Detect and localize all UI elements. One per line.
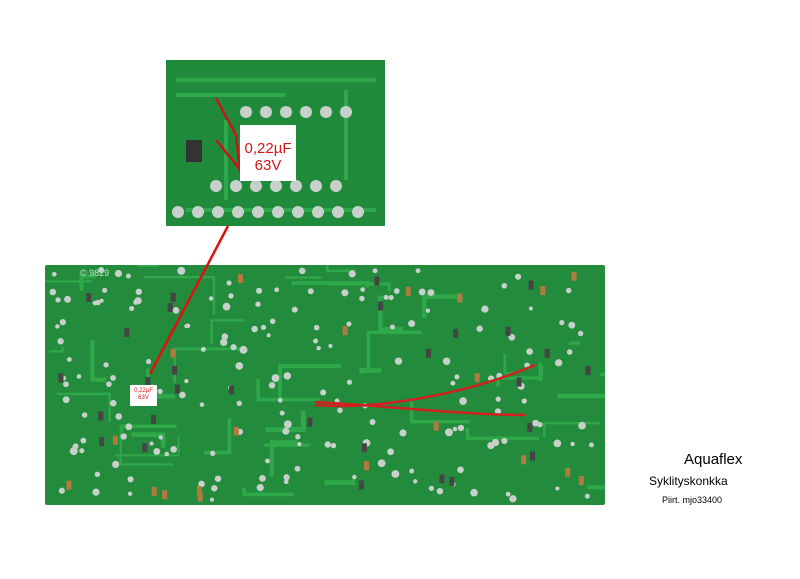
- capacitor-voltage: 63V: [254, 156, 282, 174]
- pcb-detail-photo: [166, 60, 385, 226]
- capacitor-voltage: 63V: [138, 394, 149, 401]
- capacitor-value: 0,22µF: [134, 388, 153, 394]
- pcb-board-graphic: [45, 265, 605, 503]
- subtitle: Syklityskonkka: [649, 474, 728, 488]
- capacitor-annotation-board: 0,22µF 63V: [130, 385, 157, 406]
- title: Aquaflex: [684, 451, 743, 468]
- pcb-board-photo: [45, 265, 605, 505]
- capacitor-value: 0,22µF: [244, 140, 292, 157]
- pcb-detail-graphic: [172, 78, 376, 218]
- capacitor-annotation-detail: 0,22µF 63V: [240, 125, 296, 181]
- board-code: © 9829: [80, 268, 110, 278]
- credit: Piirt. mjo33400: [662, 495, 723, 505]
